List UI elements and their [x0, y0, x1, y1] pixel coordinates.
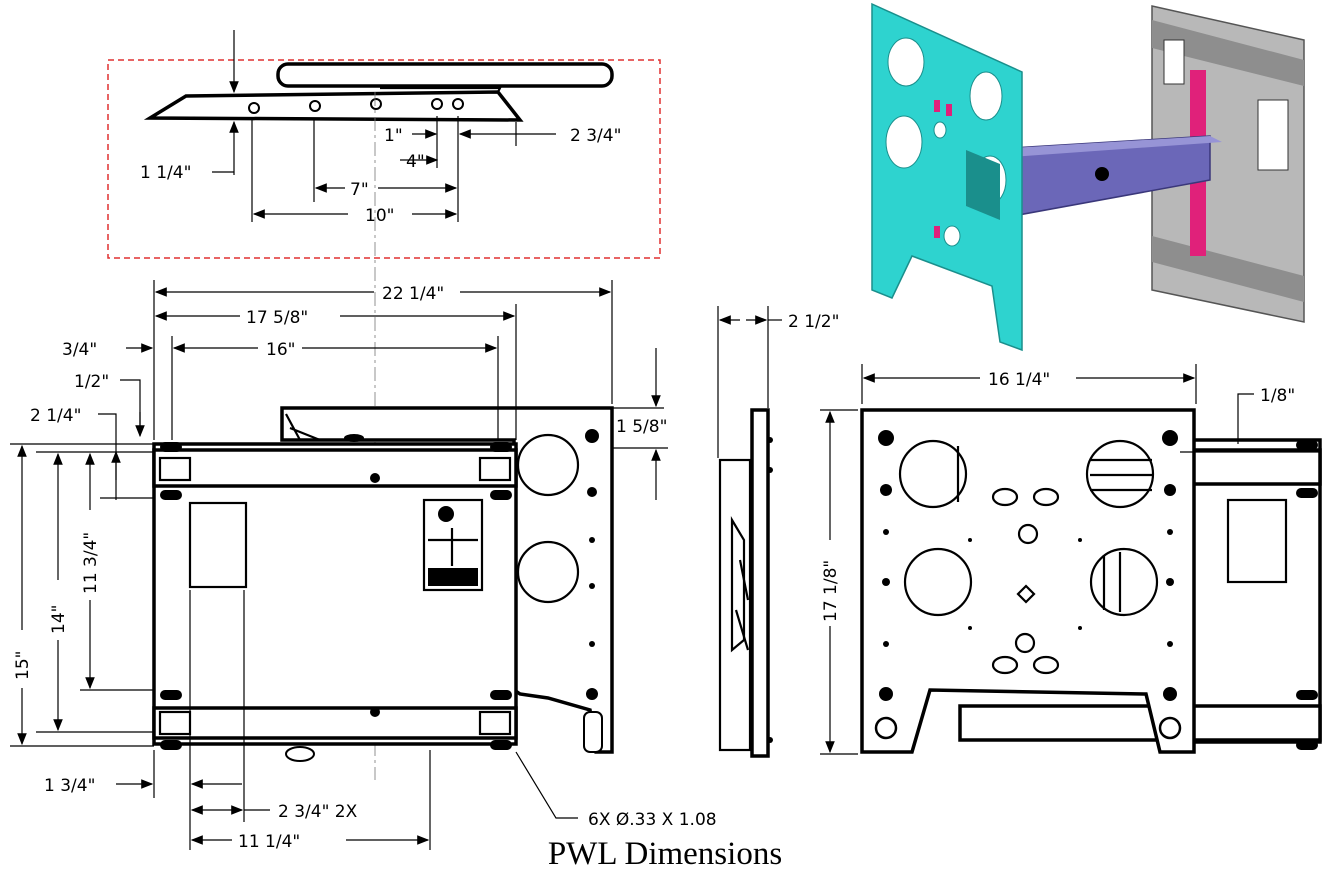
front-view: 22 1/4" 17 5/8" 16" 3/4" 1/2" 2 1/4" 15"…	[10, 280, 717, 852]
dim-1-1-4: 1 1/4"	[140, 163, 191, 183]
dim-15: 15"	[13, 651, 33, 680]
top-view: 1 1/4" 1" 2 3/4" 4" 7" 10"	[107, 30, 661, 259]
dim-3-4: 3/4"	[62, 340, 97, 360]
dim-2-1-2: 2 1/2"	[788, 312, 839, 332]
dim-2-3-4-top: 2 3/4"	[570, 126, 621, 146]
slot-note: 6X Ø.33 X 1.08	[588, 810, 717, 830]
dim-1: 1"	[384, 126, 403, 146]
dim-7: 7"	[350, 180, 369, 200]
figure-caption: PWL Dimensions	[547, 836, 783, 872]
mount-3d-illustration	[871, 2, 1305, 352]
rear-view: 16 1/4" 1/8" 17 1/8"	[820, 364, 1322, 755]
dim-11-1-4: 11 1/4"	[238, 832, 300, 852]
dim-1-8: 1/8"	[1260, 386, 1295, 406]
dim-1-2: 1/2"	[74, 372, 109, 392]
dim-10: 10"	[365, 206, 394, 226]
dim-17-1-8: 17 1/8"	[821, 560, 841, 622]
dim-16-1-4: 16 1/4"	[988, 370, 1050, 390]
dim-1-5-8: 1 5/8"	[616, 417, 667, 437]
dim-4: 4"	[406, 152, 425, 172]
side-view: 2 1/2"	[717, 306, 839, 758]
dim-11-3-4: 11 3/4"	[81, 532, 101, 594]
dim-16: 16"	[266, 340, 295, 360]
dim-1-3-4: 1 3/4"	[44, 776, 95, 796]
dim-14: 14"	[49, 605, 69, 634]
detail-box	[107, 59, 661, 259]
dim-2-3-4-2x: 2 3/4" 2X	[278, 802, 358, 822]
dim-17-5-8: 17 5/8"	[246, 308, 308, 328]
dim-22-1-4: 22 1/4"	[382, 284, 444, 304]
dim-2-1-4: 2 1/4"	[30, 406, 81, 426]
